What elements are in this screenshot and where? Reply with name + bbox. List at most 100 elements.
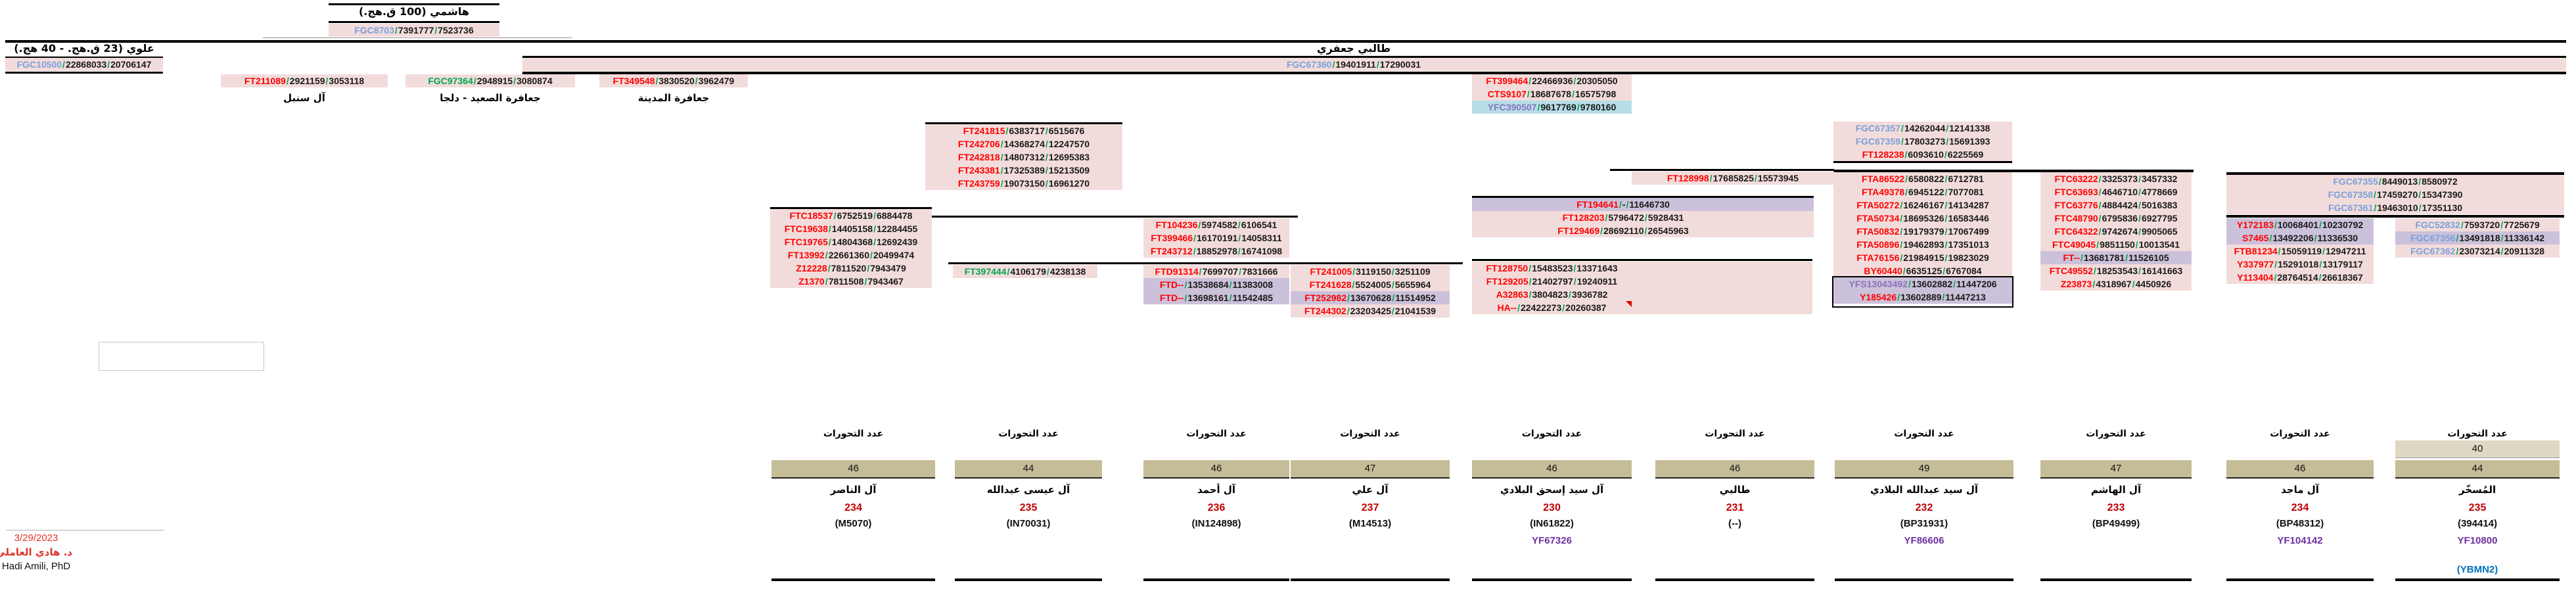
mutation-count-box: 46 xyxy=(2226,460,2374,479)
snp-value-2: 11336142 xyxy=(2504,233,2545,243)
separator: / xyxy=(62,59,65,70)
snp-name: FTC49045 xyxy=(2052,239,2096,250)
separator: / xyxy=(1908,279,1911,289)
clan-name: طالبي xyxy=(1719,484,1751,496)
snp-row-z23873: Z23873/4318967/4450926 xyxy=(2040,277,2192,291)
snp-name: FT128203 xyxy=(1562,212,1605,223)
separator: / xyxy=(873,237,876,247)
snp-row-fgc52832: FGC52832/7593720/7725679 xyxy=(2395,218,2560,231)
snp-value-1: 15483523 xyxy=(1532,263,1573,273)
snp-value-2: 17067499 xyxy=(1948,226,1989,237)
snp-value-1: 3325373 xyxy=(2102,174,2138,184)
snp-row-ft128750: FT128750/15483523/13371643 xyxy=(1472,262,1812,275)
separator: / xyxy=(1905,174,1908,184)
separator: / xyxy=(1237,246,1241,256)
separator: / xyxy=(1605,212,1608,223)
separator: / xyxy=(1007,266,1010,277)
snp-name: FT244302 xyxy=(1304,306,1346,316)
separator: / xyxy=(1619,199,1622,210)
snp-name: FTD-- xyxy=(1159,293,1184,303)
separator: / xyxy=(1193,246,1196,256)
mutation-count-box: 46 xyxy=(1655,460,1814,479)
separator: / xyxy=(1000,139,1003,149)
snp-value-2: 11526105 xyxy=(2128,252,2169,263)
snp-value-1: 3804823 xyxy=(1532,289,1569,300)
snp-value-1: 28764514 xyxy=(2277,272,2318,283)
clan-number: 236 xyxy=(1207,502,1226,513)
snp-value-1: 13602889 xyxy=(1900,292,1942,302)
snp-value-2: 15691393 xyxy=(1949,136,1990,147)
snp-value-2: 3080874 xyxy=(517,76,553,86)
separator: / xyxy=(1573,263,1576,273)
separator: / xyxy=(1229,279,1232,290)
clan-name: آل الناصر xyxy=(830,484,877,496)
snp-value-2: 20706147 xyxy=(110,59,152,70)
snp-value-1: 21402797 xyxy=(1532,276,1573,287)
snp-value-2: 16141663 xyxy=(2141,266,2183,276)
separator: / xyxy=(1352,266,1356,277)
separator: / xyxy=(2274,272,2277,283)
snp-value-1: 14405158 xyxy=(831,224,873,234)
separator: / xyxy=(828,237,831,247)
snp-value-1: 5796472 xyxy=(1608,212,1644,223)
snp-name: FT243381 xyxy=(957,165,1000,176)
snp-value-1: 13492206 xyxy=(2272,233,2314,243)
snp-name: FT104236 xyxy=(1155,220,1198,230)
snp-name: FGC67361 xyxy=(2328,202,2374,213)
snp-value-2: 26618367 xyxy=(2322,272,2363,283)
separator: / xyxy=(2135,239,2138,250)
snp-value-1: 13670628 xyxy=(1350,293,1392,303)
snp-value-1: 9617769 xyxy=(1540,102,1576,112)
snp-row-ftc49045: FTC49045/9851150/10013541 xyxy=(2040,238,2192,251)
snp-value-2: 15213509 xyxy=(1048,165,1090,176)
snp-value-1: 28692110 xyxy=(1603,225,1644,236)
connector-line xyxy=(522,56,2566,58)
separator: / xyxy=(2093,266,2096,276)
snp-value-2: 19240911 xyxy=(1576,276,1618,287)
mutation-count-header: عدد التحورات xyxy=(1705,429,1765,439)
snp-name: FT349548 xyxy=(612,76,655,86)
snp-row-fgc67359: FGC67359/17803273/15691393 xyxy=(1833,135,2012,148)
snp-name: FTA76156 xyxy=(1856,252,1900,263)
snp-value-1: 22661360 xyxy=(828,250,870,260)
snp-value-1: 2948915 xyxy=(476,76,513,86)
separator: / xyxy=(1900,200,1903,210)
snp-group-fgc97364: FGC97364/2948915/3080874 xyxy=(405,74,575,87)
snp-row-ftc18537: FTC18537/6752519/6884478 xyxy=(770,209,932,222)
separator: / xyxy=(1946,123,1949,133)
column-baseline xyxy=(2040,578,2192,581)
separator: / xyxy=(513,76,517,86)
snp-value-2: 17351130 xyxy=(2422,202,2463,213)
snp-value-2: 7725679 xyxy=(2504,220,2540,230)
snp-row-ft128203: FT128203/5796472/5928431 xyxy=(1472,211,1814,224)
snp-value-1: 17325389 xyxy=(1003,165,1045,176)
snp-value-2: 4778669 xyxy=(2141,187,2178,197)
snp-name: FT128750 xyxy=(1486,263,1529,273)
separator: / xyxy=(1045,152,1048,162)
snp-row-ft243759: FT243759/19073150/16961270 xyxy=(925,177,1122,190)
snp-row-ha--: HA--/22422273/20260387 xyxy=(1472,301,1812,314)
snp-name: FTC63776 xyxy=(2054,200,2098,210)
separator: / xyxy=(2500,220,2504,230)
snp-value-2: 12695383 xyxy=(1048,152,1090,162)
mutation-count-header: عدد التحورات xyxy=(2447,429,2508,439)
snp-value-1: 17459270 xyxy=(2376,189,2418,200)
mutation-count-box: 47 xyxy=(1291,460,1450,479)
snp-value-1: 16170191 xyxy=(1197,233,1238,243)
snp-value-2: 12141338 xyxy=(1949,123,1990,133)
snp-name: FGC67358 xyxy=(2328,189,2374,200)
separator: / xyxy=(870,250,873,260)
separator: / xyxy=(2138,226,2141,237)
separator: / xyxy=(1529,263,1532,273)
snp-value-1: 19463010 xyxy=(2377,202,2418,213)
snp-value-2: 14134287 xyxy=(1948,200,1989,210)
snp-value-2: 16741098 xyxy=(1241,246,1283,256)
snp-row-yfc390507: YFC390507/9617769/9780160 xyxy=(1472,101,1632,114)
snp-name: FT242706 xyxy=(957,139,1000,149)
snp-value-2: 6767084 xyxy=(1946,266,1982,276)
snp-name: FT194641 xyxy=(1576,199,1619,210)
snp-row-ft241815: FT241815/6383717/6515676 xyxy=(925,124,1122,137)
